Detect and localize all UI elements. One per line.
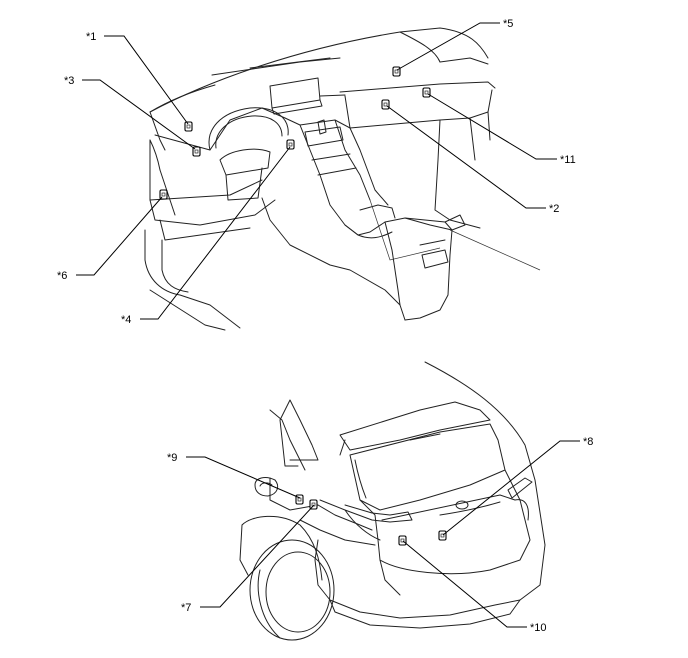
connector-markers xyxy=(159,66,447,546)
label-9: *9 xyxy=(167,452,177,464)
label-6: *6 xyxy=(57,270,67,282)
label-11: *11 xyxy=(560,154,576,166)
connector-11-icon xyxy=(422,87,431,98)
dashboard-illustration xyxy=(144,27,541,331)
connector-1-icon xyxy=(184,121,193,132)
label-4: *4 xyxy=(121,314,131,326)
leader-4 xyxy=(140,146,291,320)
label-5: *5 xyxy=(503,18,513,30)
label-8: *8 xyxy=(583,436,593,448)
leader-7 xyxy=(200,504,315,608)
label-7: *7 xyxy=(181,602,191,614)
leader-3 xyxy=(82,79,196,150)
label-10: *10 xyxy=(530,622,547,634)
leader-lines xyxy=(76,22,580,628)
leader-5 xyxy=(396,22,500,71)
label-2: *2 xyxy=(549,203,559,215)
leader-1 xyxy=(104,35,189,125)
leader-10 xyxy=(402,540,527,628)
label-3: *3 xyxy=(64,75,74,87)
callout-labels: *1 *3 *6 *4 *5 *2 *11 *9 *7 *8 *10 xyxy=(57,18,593,634)
label-1: *1 xyxy=(86,31,96,43)
leader-2 xyxy=(386,105,546,209)
leader-8 xyxy=(442,440,580,536)
connector-2-icon xyxy=(381,99,390,110)
connector-6-icon xyxy=(159,189,168,200)
connector-8-icon xyxy=(438,530,447,541)
connector-10-icon xyxy=(398,535,407,546)
vehicle-rear-illustration xyxy=(239,361,546,641)
leader-6 xyxy=(76,196,163,276)
connector-4-icon xyxy=(286,139,295,150)
leader-11 xyxy=(427,93,557,160)
leader-9 xyxy=(186,456,301,499)
